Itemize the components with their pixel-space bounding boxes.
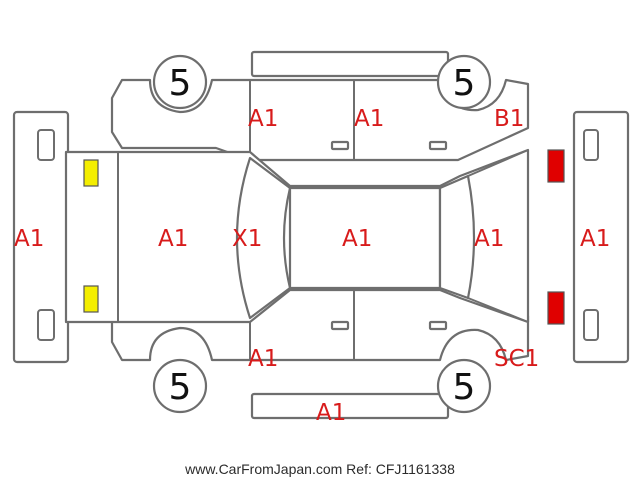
code-rear-glass: A1 [474,226,504,252]
tire-tread-front-left: 5 [169,63,192,104]
code-hood: A1 [158,226,188,252]
front-left-headlamp [83,159,99,187]
front-right-headlamp [83,285,99,313]
code-bottom-front-door: A1 [248,346,278,372]
bottom-rocker-panel [250,392,450,420]
tire-tread-rear-right: 5 [453,367,476,408]
code-top-rear-door: A1 [354,106,384,132]
rear-glass [438,174,476,300]
footer-reference: www.CarFromJapan.com Ref: CFJ1161338 [184,461,455,477]
tire-front-right: 5 [152,358,208,414]
tire-front-left: 5 [152,54,208,110]
top-rocker-panel [250,50,450,78]
tire-rear-left: 5 [436,54,492,110]
code-top-front-door: A1 [248,106,278,132]
tire-tread-front-right: 5 [169,367,192,408]
windshield [235,156,292,320]
code-bottom-rear-quarter: SC1 [494,346,539,372]
rear-bumper-panel [572,110,630,364]
code-rear-bumper: A1 [580,226,610,252]
code-roof: A1 [342,226,372,252]
code-bottom-rocker: A1 [316,400,346,426]
code-front-bumper: A1 [14,226,44,252]
rear-right-taillamp [547,291,565,325]
rear-left-taillamp [547,149,565,183]
tire-rear-right: 5 [436,358,492,414]
code-windshield: X1 [232,226,262,252]
code-top-rear-quarter: B1 [494,106,524,132]
tire-tread-rear-left: 5 [453,63,476,104]
